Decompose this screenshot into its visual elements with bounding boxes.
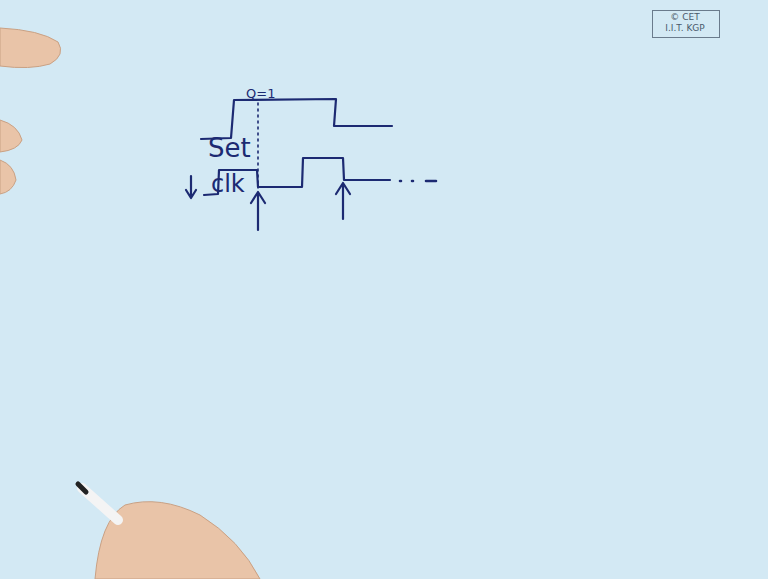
falling-edge-arrow — [186, 176, 196, 198]
hand — [0, 160, 16, 194]
signal-label: Q=1 — [246, 87, 275, 100]
set-waveform — [201, 99, 392, 139]
continuation-dots — [400, 180, 436, 183]
clock-waveform — [204, 158, 390, 195]
pen-tip — [78, 484, 86, 492]
dotted-marker — [257, 103, 259, 188]
hand — [0, 120, 22, 152]
signal-label: clk — [211, 172, 245, 196]
edge-arrow — [336, 183, 350, 219]
signal-label: Set — [208, 135, 251, 161]
edge-arrow — [251, 192, 265, 230]
hand — [95, 502, 260, 579]
watermark-text: I.I.T. KGP — [665, 24, 705, 33]
watermark-text: © CET — [670, 13, 699, 22]
hand — [0, 28, 61, 68]
